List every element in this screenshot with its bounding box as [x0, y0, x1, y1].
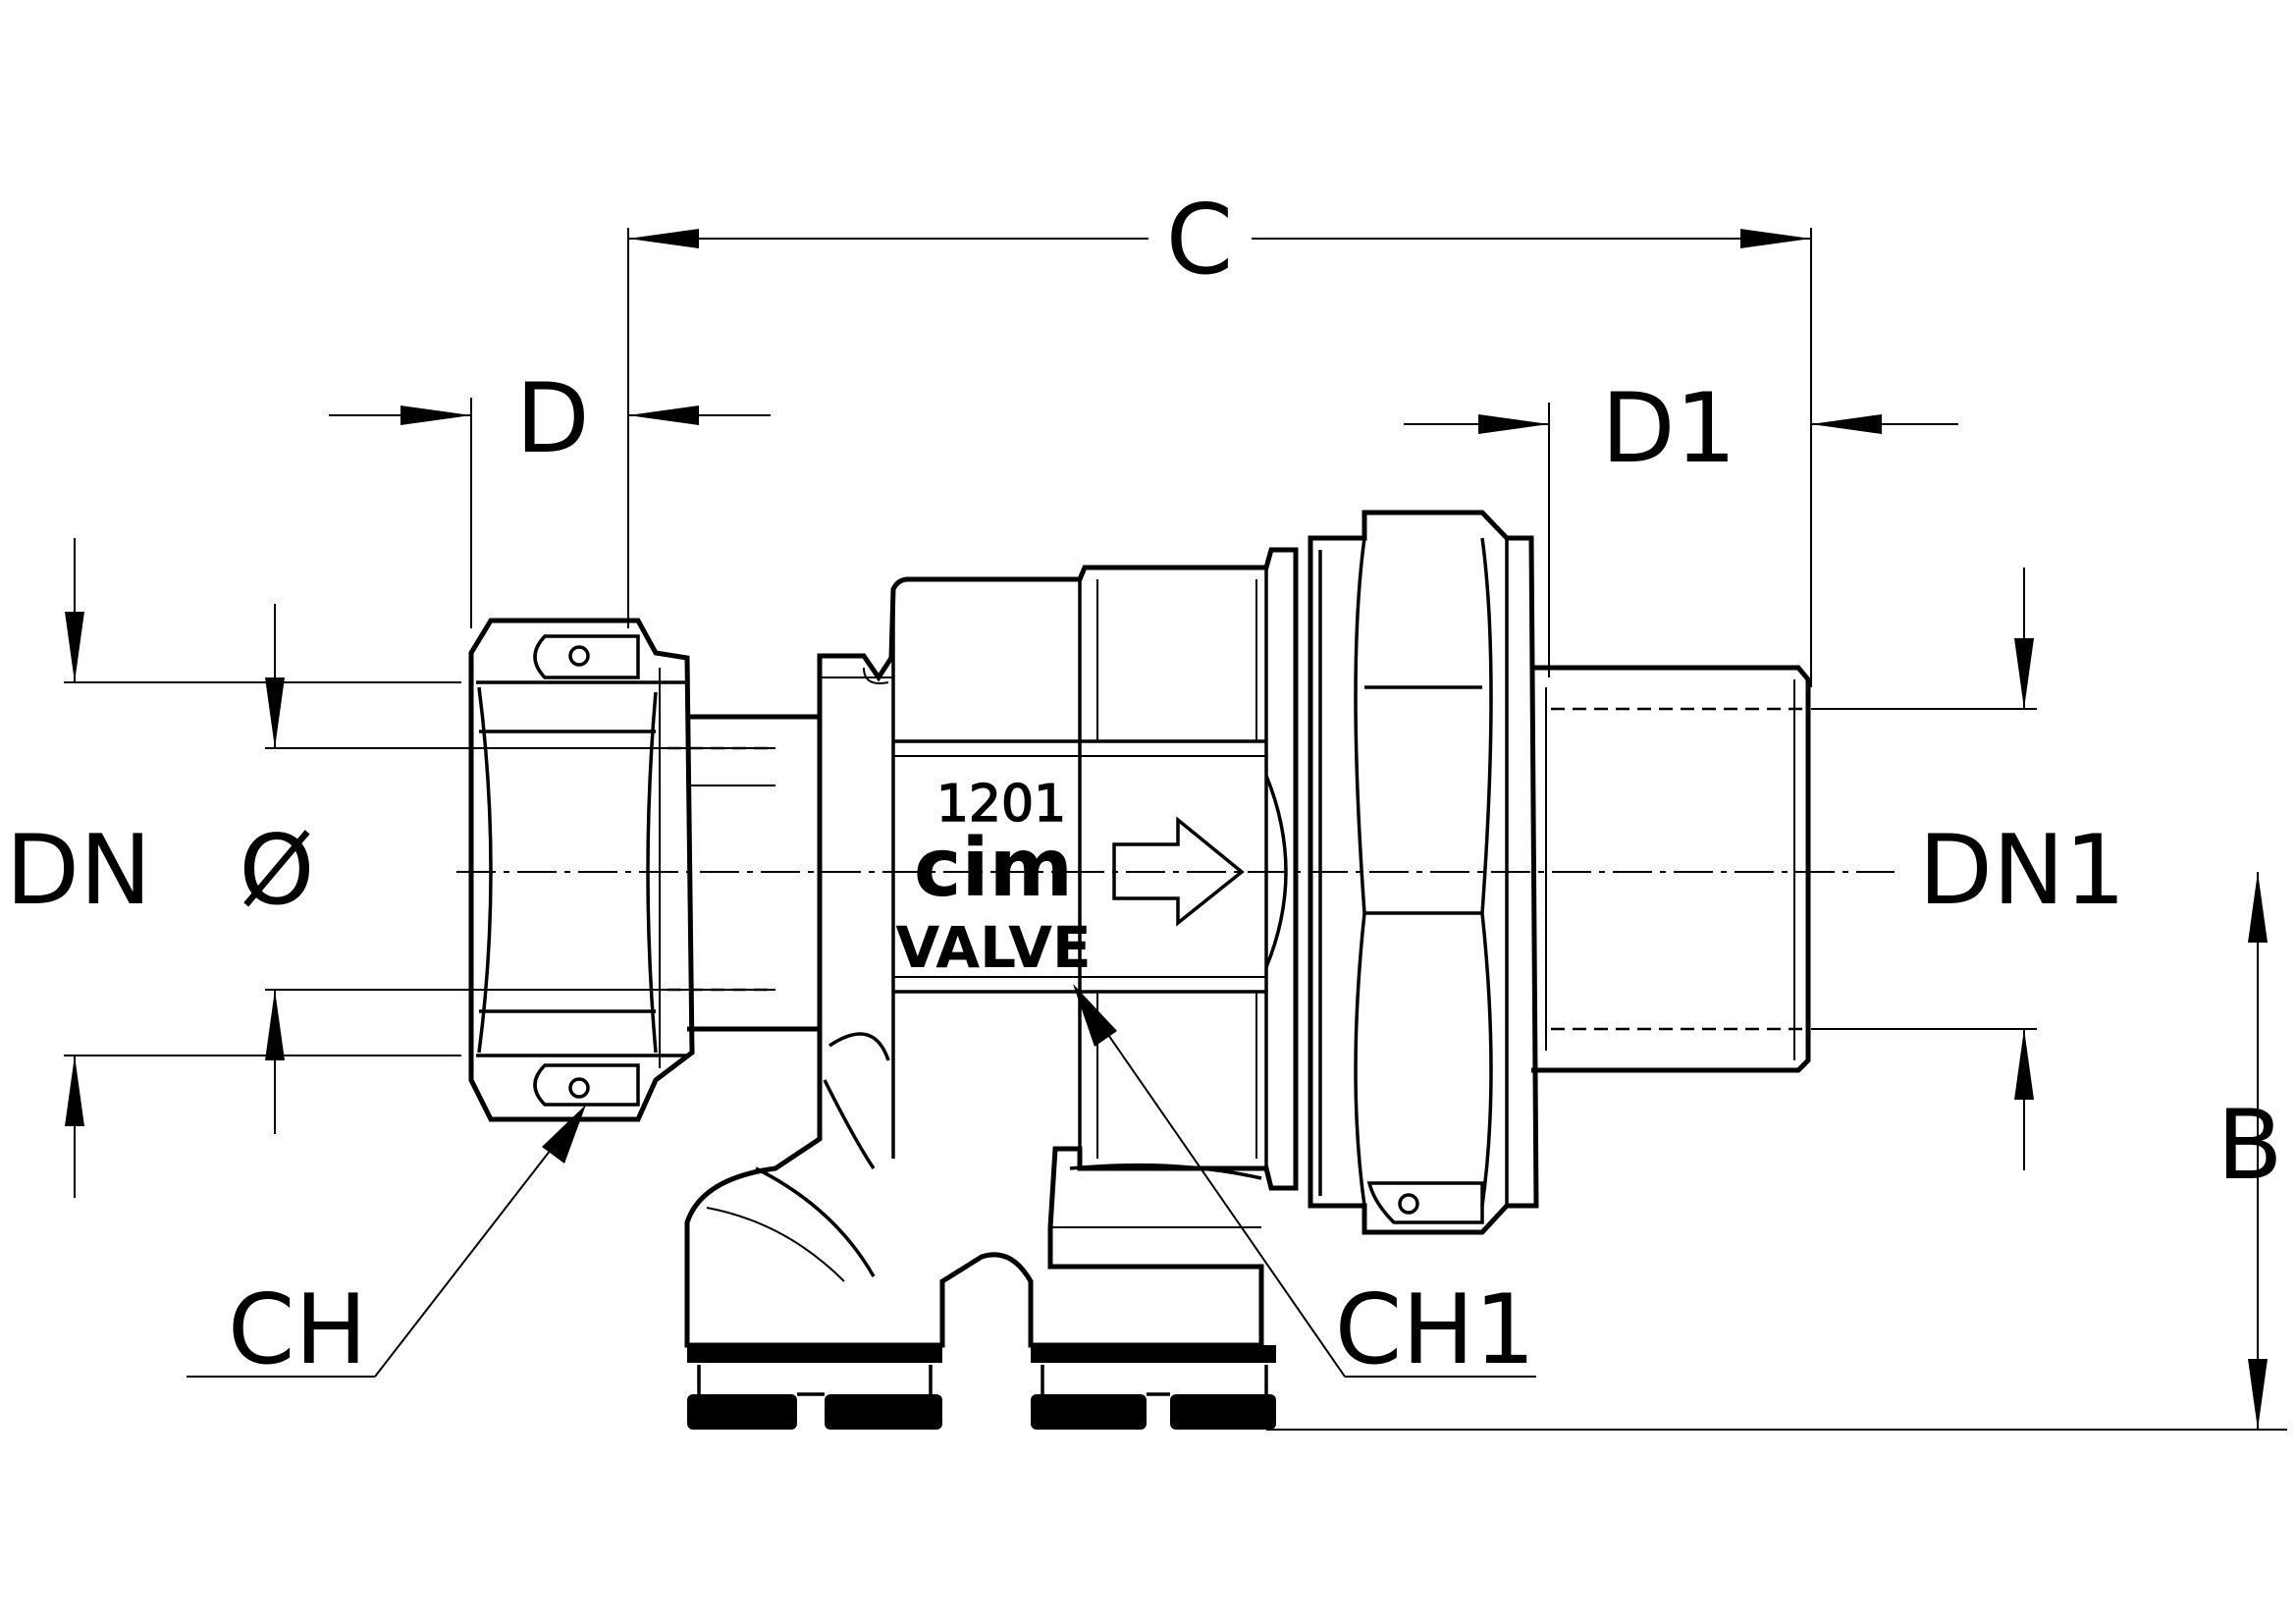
label-d: D — [515, 363, 589, 475]
valve-body — [684, 547, 1299, 1348]
dimension-b: B — [1266, 872, 2287, 1431]
dimension-dn: DN — [6, 538, 461, 1198]
bottom-fitting-left — [687, 1345, 942, 1430]
label-ch: CH — [228, 1274, 367, 1386]
bottom-fitting-right — [1031, 1345, 1276, 1430]
dimension-dn1: DN1 — [1811, 568, 2126, 1170]
label-b: B — [2216, 1090, 2282, 1202]
marking-brand: cim — [914, 822, 1073, 915]
dimension-d: D — [329, 363, 771, 628]
label-dn: DN — [6, 815, 152, 927]
flow-arrow-icon — [1112, 816, 1245, 927]
right-union-nut — [1308, 510, 1539, 1235]
label-diameter: Ø — [239, 815, 314, 927]
body-markings: 1201 cim VALVE — [895, 774, 1245, 981]
label-d1: D1 — [1601, 373, 1736, 485]
dimension-c: C — [627, 185, 1812, 687]
label-ch1: CH1 — [1335, 1274, 1535, 1386]
leader-ch: CH — [187, 1105, 586, 1386]
marking-code: 1201 — [936, 775, 1066, 834]
marking-product: VALVE — [895, 914, 1091, 981]
left-union-nut — [468, 618, 695, 1122]
right-tail-piece — [1531, 665, 1811, 1073]
label-c: C — [1166, 185, 1233, 297]
leader-ch1: CH1 — [1073, 984, 1536, 1386]
dimension-d1: D1 — [1404, 373, 1958, 677]
label-dn1: DN1 — [1918, 815, 2125, 927]
